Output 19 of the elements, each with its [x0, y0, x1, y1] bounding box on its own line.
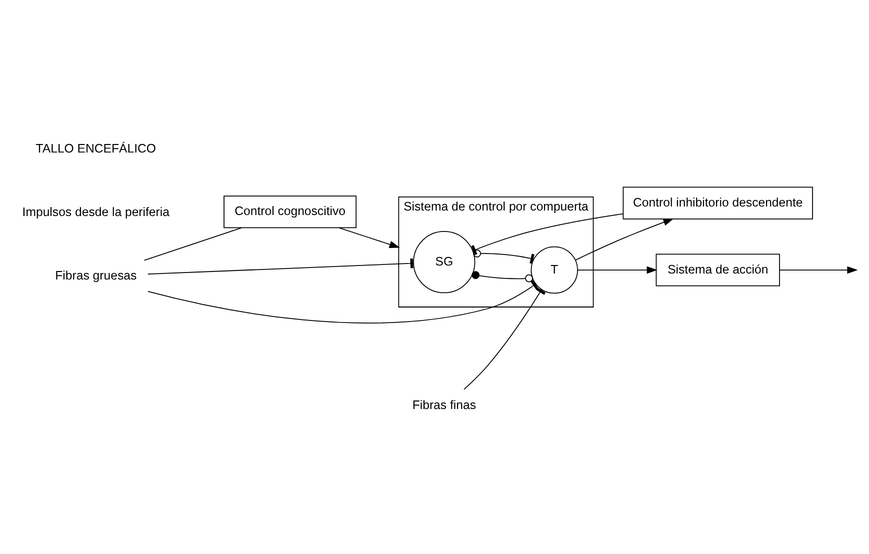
connector	[472, 270, 533, 282]
arrow	[574, 218, 674, 260]
connector	[148, 280, 538, 323]
connector	[147, 258, 414, 274]
arrow	[577, 266, 658, 274]
node-box: Control inhibitorio descendente	[622, 186, 813, 219]
node-text: Fibras gruesas	[55, 268, 137, 282]
connector	[144, 226, 242, 260]
arrow	[338, 226, 400, 248]
node-text: Fibras finas	[412, 397, 476, 412]
label: TALLO ENCEFÁLICO	[36, 141, 156, 156]
node-box: Sistema de acción	[656, 253, 780, 286]
node-circle: SG	[413, 230, 476, 293]
connector	[471, 212, 624, 255]
label: Impulsos desde la periferia	[22, 204, 170, 219]
connector	[473, 249, 534, 264]
connector	[464, 286, 546, 390]
node-box: Control cognoscitivo	[224, 195, 357, 228]
arrow	[779, 266, 858, 274]
